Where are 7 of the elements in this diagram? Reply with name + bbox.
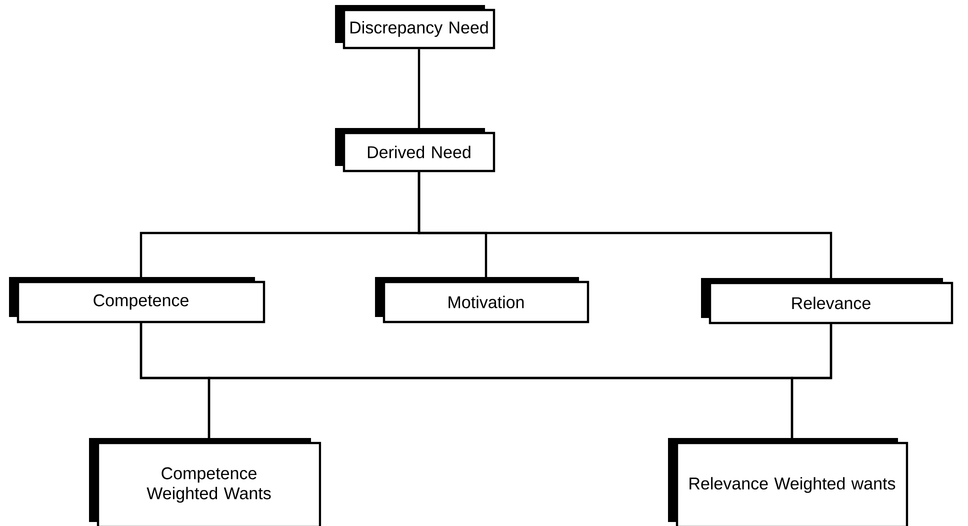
shadowed-box: Competence Weighted Wants: [89, 438, 322, 526]
shadowed-box: Competence: [9, 276, 266, 324]
shadowed-box: Relevance Weighted wants: [668, 438, 908, 526]
shadowed-box: Motivation: [375, 276, 590, 324]
shadowed-box: Discrepancy Need: [335, 4, 496, 50]
shadowed-box: Relevance: [701, 278, 954, 324]
shadowed-box: Derived Need: [335, 128, 496, 172]
